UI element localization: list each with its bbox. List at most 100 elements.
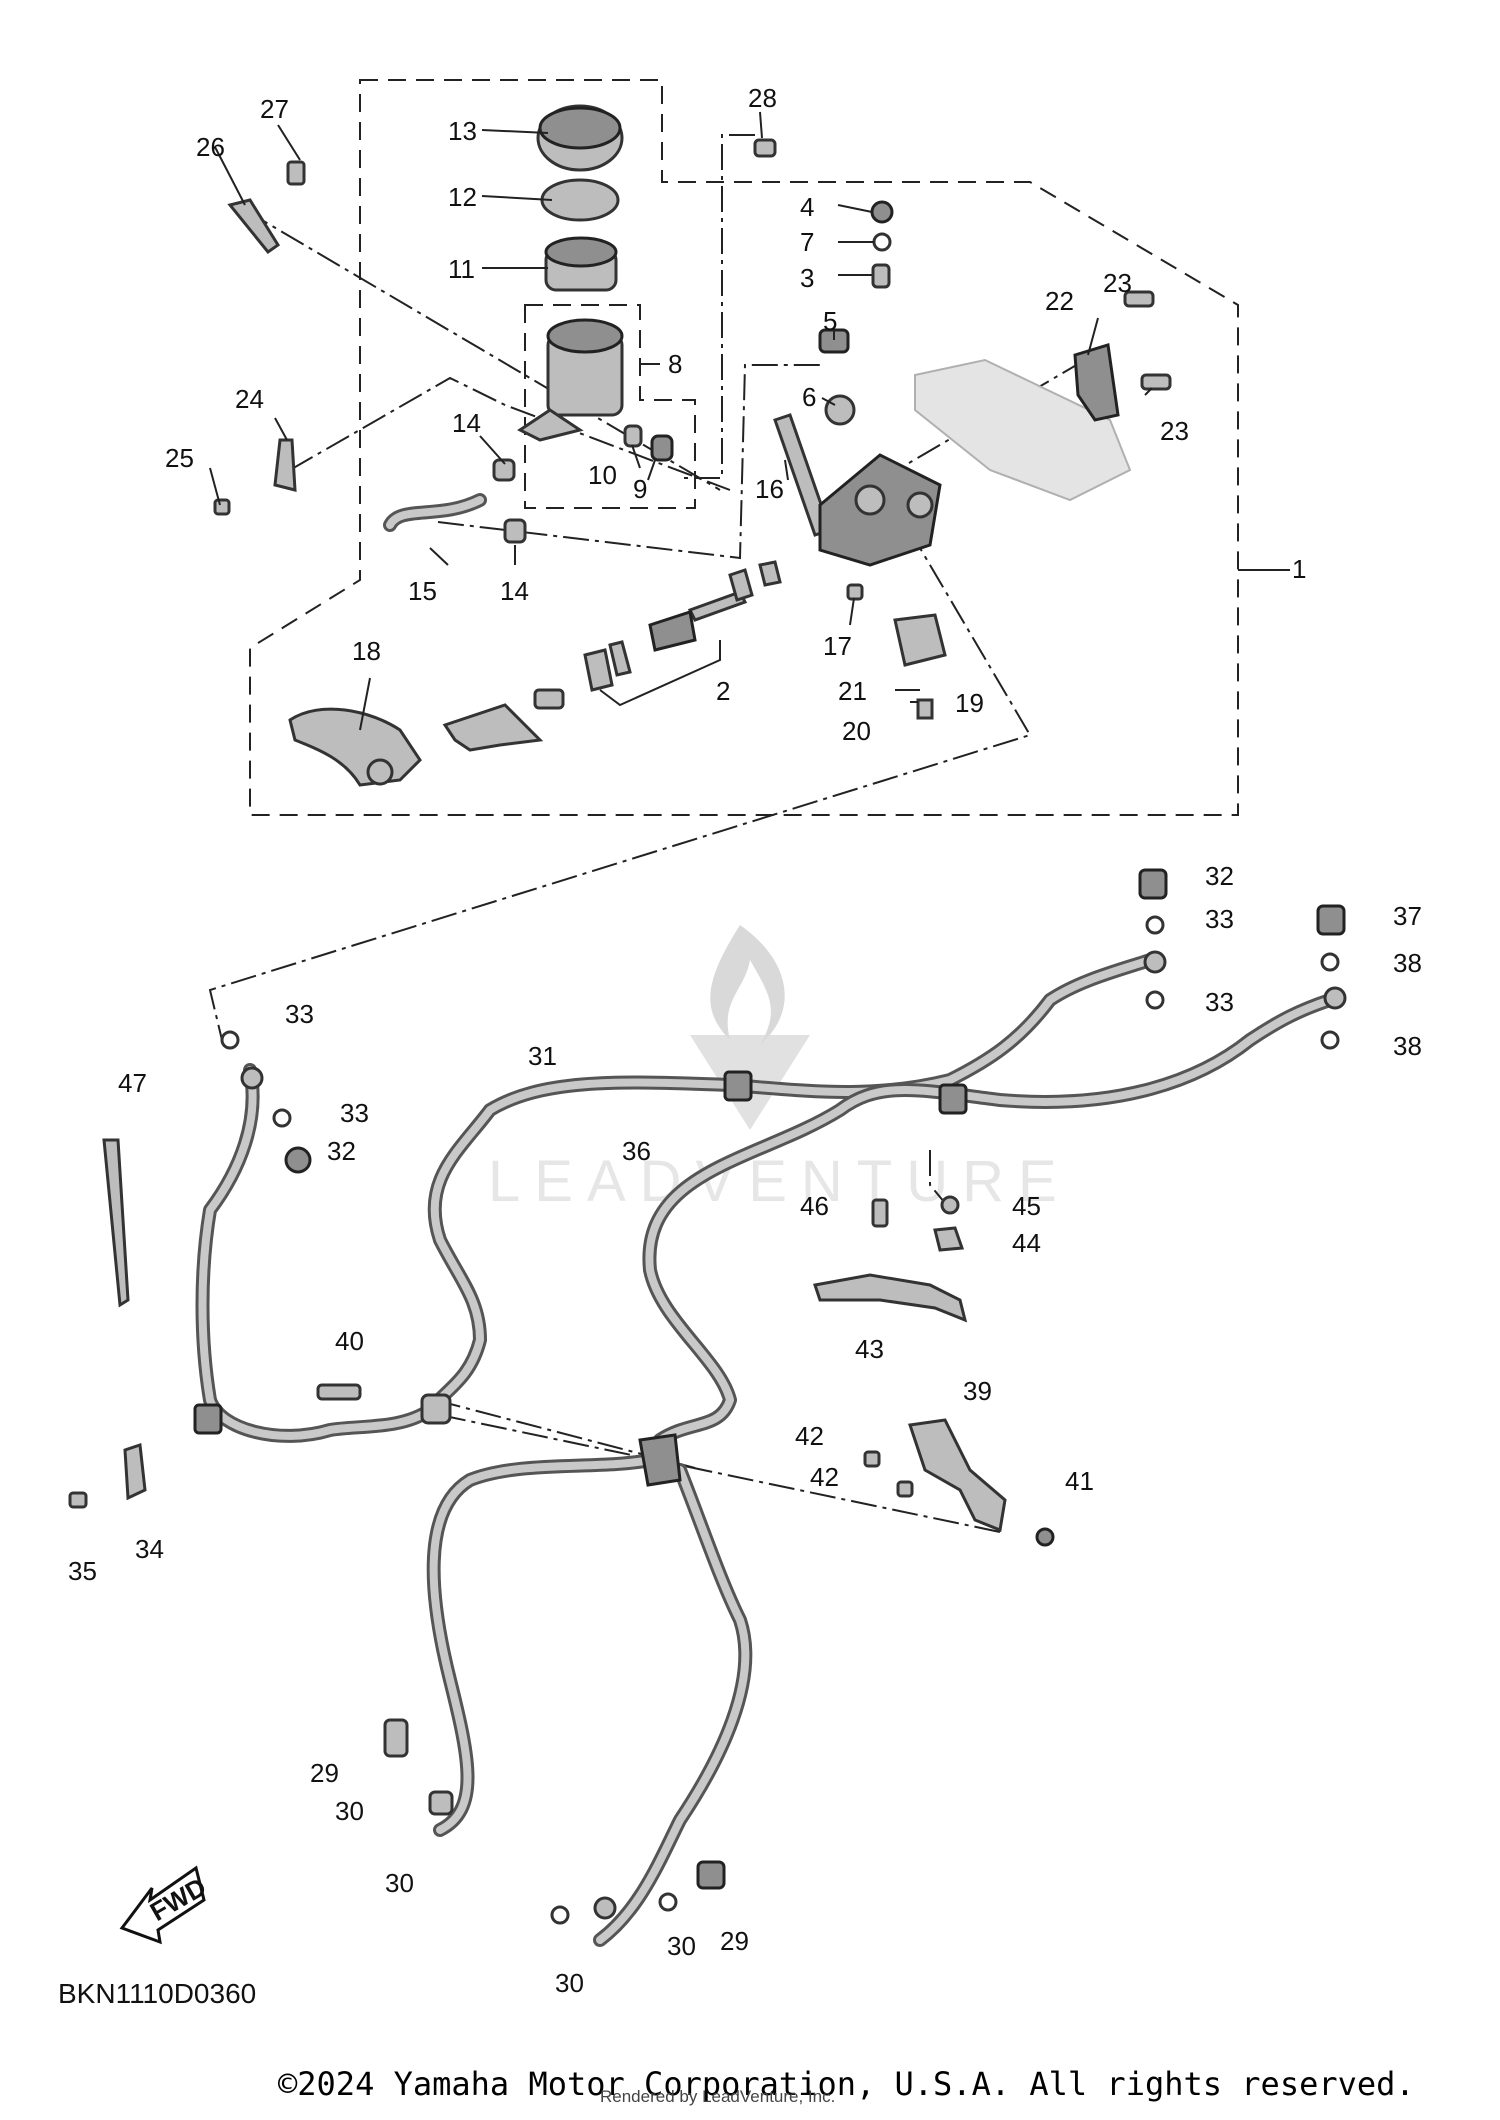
callout-4: 4: [800, 192, 814, 222]
callout-36: 36: [622, 1136, 651, 1166]
callout-23-lower: 23: [1160, 416, 1189, 446]
washer-30-b: [658, 1892, 678, 1912]
callout-9: 9: [633, 474, 647, 504]
hose-clip-lower: [503, 518, 527, 544]
callout-19: 19: [955, 688, 984, 718]
reservoir-cap: [536, 104, 624, 172]
callout-2: 2: [716, 676, 730, 706]
callout-12: 12: [448, 182, 477, 212]
callout-labels: 1 2 3 4 5 6 7 8 9 10 11 12 13 14 14 15 1…: [68, 83, 1422, 1998]
piston-kit: [533, 560, 782, 710]
chain-line-28: [680, 134, 755, 479]
watermark-text: LEADVENTURE: [488, 1149, 1071, 1214]
callout-5: 5: [823, 306, 837, 336]
callout-29-right: 29: [720, 1926, 749, 1956]
screw-27: [286, 160, 306, 186]
bracket-43: [813, 1273, 968, 1323]
callout-46: 46: [800, 1191, 829, 1221]
lower-hose-left: [426, 1453, 657, 1837]
bleed-screw-3: [871, 263, 891, 289]
callout-47: 47: [118, 1068, 147, 1098]
handlebar-grip: [914, 358, 1132, 502]
chain-line-24: [289, 376, 731, 491]
bolt-40: [316, 1383, 362, 1401]
cap-4: [870, 200, 894, 224]
union-bolt-29-right: [696, 1860, 726, 1890]
washer-33-c: [220, 1030, 240, 1050]
clamp-22: [1073, 343, 1120, 422]
brake-hose-31: [195, 953, 1157, 1443]
callout-21: 21: [838, 676, 867, 706]
screw-42-b: [896, 1480, 914, 1498]
chain-line-14: [437, 364, 820, 560]
brake-lever-18: [288, 707, 422, 787]
callout-32-left: 32: [327, 1136, 356, 1166]
reservoir-subgroup-box: [524, 304, 696, 509]
hose-clip-upper: [492, 458, 516, 482]
clamp-34: [123, 1442, 147, 1501]
callout-41: 41: [1065, 1466, 1094, 1496]
screw-35: [68, 1491, 88, 1509]
callout-43: 43: [855, 1334, 884, 1364]
hose-grommet: [938, 1083, 968, 1115]
callout-27: 27: [260, 94, 289, 124]
callout-6: 6: [802, 382, 816, 412]
leader-lines: [209, 111, 1153, 731]
union-bolt-29-left: [383, 1718, 409, 1758]
reservoir-hose: [383, 493, 487, 532]
callout-45: 45: [1012, 1191, 1041, 1221]
screw-20: [916, 698, 934, 720]
callout-8: 8: [668, 349, 682, 379]
callout-33-left-b: 33: [340, 1098, 369, 1128]
callout-31: 31: [528, 1041, 557, 1071]
clamp-44: [933, 1226, 965, 1252]
callout-23-upper: 23: [1103, 268, 1132, 298]
callout-22: 22: [1045, 286, 1074, 316]
hose-end-33: [1143, 950, 1167, 974]
brake-hose-36: [642, 993, 1337, 1447]
rendered-by-notice: Rendered by LeadVenture, Inc.: [600, 2087, 836, 2106]
callout-14-lower: 14: [500, 576, 529, 606]
screw-25: [213, 498, 231, 516]
callout-38-a: 38: [1393, 948, 1422, 978]
callout-42-b: 42: [810, 1462, 839, 1492]
copyright-notice: ©2024 Yamaha Motor Corporation, U.S.A. A…: [278, 2065, 1415, 2103]
callout-33-top-b: 33: [1205, 987, 1234, 1017]
chain-line-22: [208, 359, 1086, 1041]
chain-line-40: [439, 1414, 1001, 1533]
callout-42-a: 42: [795, 1421, 824, 1451]
chain-line-26: [244, 209, 721, 491]
callout-25: 25: [165, 443, 194, 473]
washer-30-a: [550, 1905, 570, 1925]
washer-33-a: [1145, 915, 1165, 935]
bracket-26: [227, 198, 281, 255]
callout-16: 16: [755, 474, 784, 504]
callout-28: 28: [748, 83, 777, 113]
bracket-39: [908, 1418, 1007, 1533]
bolt-28: [753, 138, 777, 158]
union-bolt-32-top: [1138, 868, 1168, 900]
washer-38-b: [1320, 1030, 1340, 1050]
screw-45: [940, 1195, 960, 1215]
hose-end-33-left: [240, 1066, 264, 1090]
callout-17: 17: [823, 631, 852, 661]
leader-2: [599, 640, 721, 707]
callout-44: 44: [1012, 1228, 1041, 1258]
union-bolt-37: [1316, 904, 1346, 936]
catalog-code: BKN1110D0360: [58, 1978, 257, 2009]
washer-33-d: [272, 1108, 292, 1128]
hose-grommet: [193, 1403, 223, 1435]
callout-18: 18: [352, 636, 381, 666]
callout-29-left: 29: [310, 1758, 339, 1788]
callout-1: 1: [1292, 554, 1306, 584]
callout-30-a: 30: [335, 1796, 364, 1826]
bolt-23-lower: [1140, 373, 1172, 391]
washer-38-a: [1320, 952, 1340, 972]
callout-37: 37: [1393, 901, 1422, 931]
callout-30-d: 30: [667, 1931, 696, 1961]
callout-33-left-a: 33: [285, 999, 314, 1029]
hose-grommet: [723, 1070, 753, 1102]
bolt-23-upper: [1123, 290, 1155, 308]
fwd-arrow-icon: FWD: [119, 1865, 211, 1945]
hose-end-30-left: [428, 1790, 454, 1816]
